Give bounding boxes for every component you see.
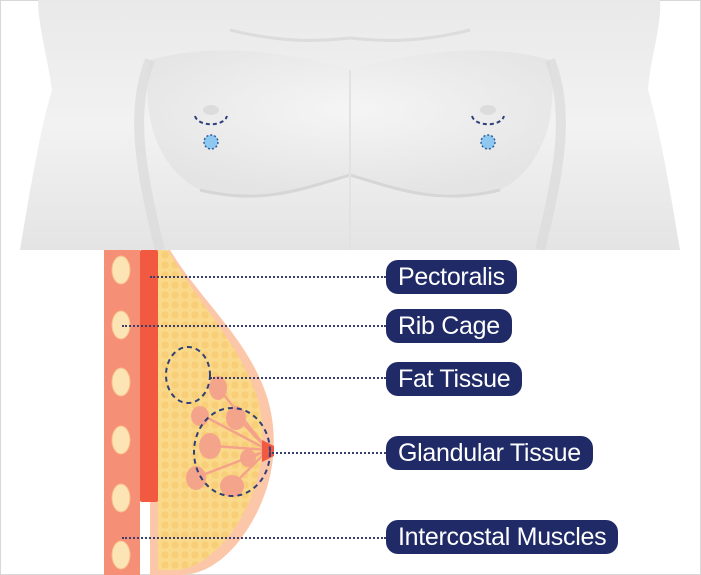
rib-cage-leader [122, 325, 386, 327]
male-torso-illustration [20, 0, 680, 250]
label-rib-cage: Rib Cage [386, 309, 512, 343]
fat-tissue-highlight [165, 346, 211, 404]
rib-cage-column [104, 250, 140, 575]
right-nipple-marker [471, 105, 505, 150]
fat-tissue-leader [210, 377, 386, 379]
breast-cross-section [104, 250, 274, 575]
pectoralis-muscle [140, 250, 158, 502]
label-fat-tissue: Fat Tissue [386, 362, 523, 396]
intercostal-muscles-leader [122, 537, 386, 539]
glandular-tissue-leader [272, 452, 386, 454]
pectoralis-leader [150, 276, 386, 278]
label-pectoralis: Pectoralis [386, 260, 517, 294]
left-nipple-marker [194, 105, 228, 150]
label-glandular-tissue: Glandular Tissue [386, 436, 593, 470]
rib-ovals [111, 255, 131, 570]
label-intercostal-muscles: Intercostal Muscles [386, 520, 619, 554]
glandular-tissue-highlight [193, 407, 271, 497]
glandular-lobes [186, 376, 256, 497]
nipple [262, 440, 274, 462]
